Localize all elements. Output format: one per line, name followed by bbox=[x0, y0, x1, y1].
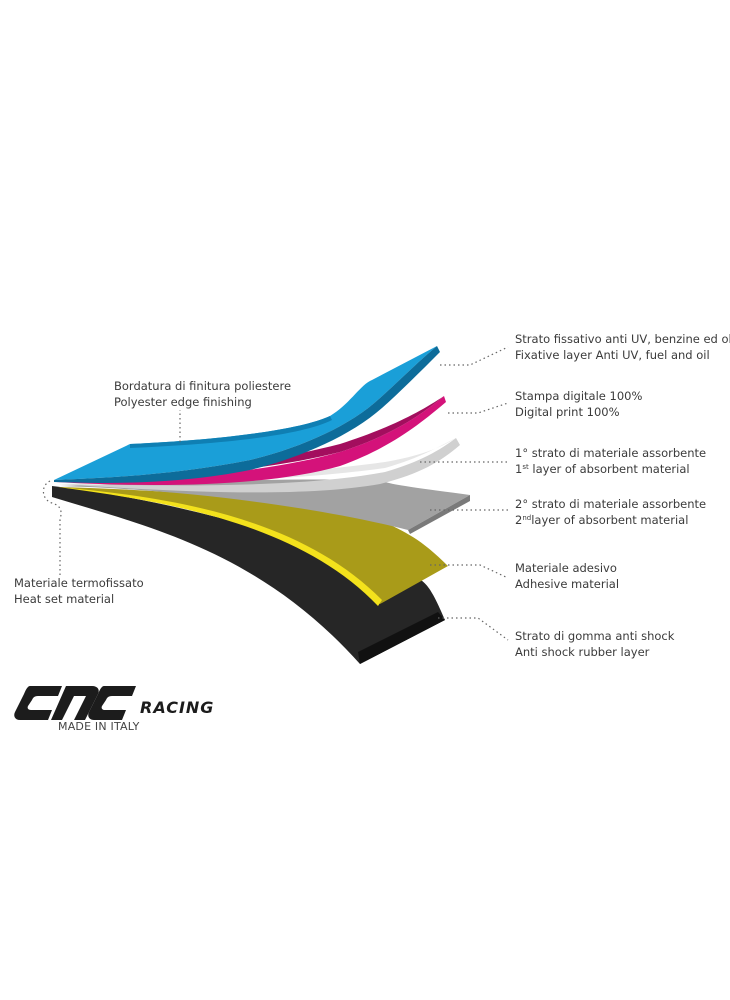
label-absorbent1-it: 1° strato di materiale assorbente bbox=[515, 446, 707, 460]
leader-adhesive bbox=[430, 564, 509, 579]
label-fixative-en: Fixative layer Anti UV, fuel and oil bbox=[515, 348, 710, 362]
fixative-layer-top bbox=[54, 346, 437, 480]
label-edge: Bordatura di finitura poliestere Polyest… bbox=[114, 378, 291, 410]
logo-c1 bbox=[14, 686, 62, 720]
label-absorbent1-rest: layer of absorbent material bbox=[528, 462, 690, 476]
label-heatset: Materiale termofissato Heat set material bbox=[14, 575, 144, 607]
label-absorbent2-rest: layer of absorbent material bbox=[531, 513, 689, 527]
fixative-layer-rim bbox=[130, 416, 332, 448]
leader-print bbox=[448, 402, 509, 414]
label-print-en: Digital print 100% bbox=[515, 405, 620, 419]
label-print: Stampa digitale 100% Digital print 100% bbox=[515, 388, 642, 420]
label-heatset-it: Materiale termofissato bbox=[14, 576, 144, 590]
label-adhesive-en: Adhesive material bbox=[515, 577, 620, 591]
print-layer-face bbox=[56, 396, 446, 485]
label-absorbent1-ord: 1 bbox=[515, 462, 523, 476]
label-adhesive: Materiale adesivo Adhesive material bbox=[515, 560, 619, 592]
label-adhesive-it: Materiale adesivo bbox=[515, 561, 617, 575]
label-print-it: Stampa digitale 100% bbox=[515, 389, 643, 403]
label-fixative-it: Strato fissativo anti UV, benzine ed oli bbox=[515, 332, 730, 346]
absorbent2-layer-face bbox=[60, 479, 470, 530]
rubber-layer-face bbox=[52, 486, 445, 664]
label-absorbent1-sup: st bbox=[522, 463, 529, 471]
cnc-logo bbox=[14, 686, 136, 720]
leader-heatset bbox=[42, 480, 62, 575]
label-absorbent2-sup: nd bbox=[522, 514, 532, 522]
label-rubber-it: Strato di gomma anti shock bbox=[515, 629, 675, 643]
absorbent2-layer-side bbox=[408, 495, 470, 534]
logo-c2 bbox=[88, 686, 136, 720]
label-edge-en: Polyester edge finishing bbox=[114, 395, 252, 409]
leader-fixative bbox=[440, 346, 509, 366]
label-heatset-en: Heat set material bbox=[14, 592, 115, 606]
leader-lines bbox=[42, 346, 509, 641]
logo-n bbox=[51, 686, 99, 720]
label-absorbent2-ord: 2 bbox=[515, 513, 523, 527]
label-absorbent2-en: 2ndlayer of absorbent material bbox=[515, 512, 706, 528]
absorbent1-layer-face bbox=[58, 438, 460, 493]
label-absorbent1-en: 1st layer of absorbent material bbox=[515, 461, 706, 477]
label-absorbent1: 1° strato di materiale assorbente 1st la… bbox=[515, 445, 706, 477]
label-fixative: Strato fissativo anti UV, benzine ed oli… bbox=[515, 331, 730, 363]
label-absorbent2-it: 2° strato di materiale assorbente bbox=[515, 497, 707, 511]
label-rubber: Strato di gomma anti shock Anti shock ru… bbox=[515, 628, 674, 660]
rubber-layer-side bbox=[358, 612, 445, 664]
made-in-italy: MADE IN ITALY bbox=[58, 720, 140, 733]
fixative-layer-edge bbox=[54, 346, 440, 483]
label-absorbent2: 2° strato di materiale assorbente 2ndlay… bbox=[515, 496, 706, 528]
logo-racing: RACING bbox=[140, 698, 214, 717]
label-rubber-en: Anti shock rubber layer bbox=[515, 645, 650, 659]
leader-rubber bbox=[438, 617, 509, 641]
label-edge-it: Bordatura di finitura poliestere bbox=[114, 379, 292, 393]
